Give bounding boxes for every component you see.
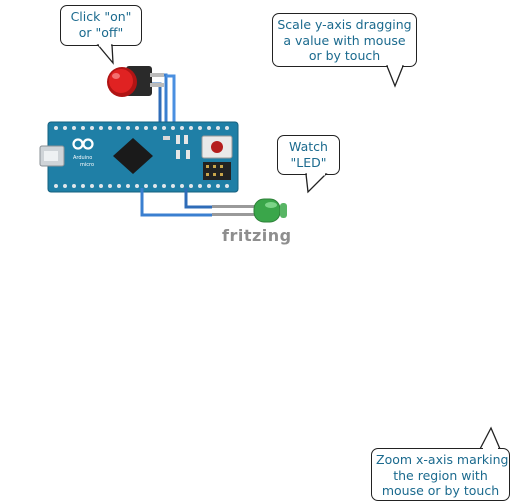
xaxis-callout-tail-mask bbox=[483, 447, 498, 450]
button-wires bbox=[150, 73, 176, 128]
board-logo-text: Arduino bbox=[73, 155, 92, 161]
led-wires bbox=[140, 188, 212, 217]
yaxis-callout-line: a value with mouse bbox=[283, 32, 406, 48]
led-callout: Watch "LED" bbox=[277, 135, 340, 175]
yaxis-callout-tail bbox=[386, 64, 404, 88]
yaxis-callout-line: or by touch bbox=[308, 48, 381, 63]
fritzing-watermark: fritzing bbox=[222, 226, 292, 245]
yaxis-callout: Scale y-axis dragging a value with mouse… bbox=[272, 13, 417, 67]
xaxis-callout-line: Zoom x-axis marking bbox=[376, 452, 509, 467]
button-callout-tail bbox=[96, 43, 114, 65]
led bbox=[212, 198, 287, 223]
button-callout-line: or "off" bbox=[78, 24, 124, 40]
arduino-micro-board bbox=[39, 121, 239, 193]
push-button[interactable] bbox=[107, 66, 164, 97]
button-callout-line: Click "on" bbox=[70, 9, 132, 24]
led-callout-line: "LED" bbox=[290, 154, 327, 170]
yaxis-callout-line: Scale y-axis dragging bbox=[277, 17, 412, 32]
led-callout-line: Watch bbox=[289, 139, 328, 154]
xaxis-callout-line: the region with bbox=[393, 467, 488, 483]
board-model-text: micro bbox=[80, 162, 94, 168]
led-callout-tail bbox=[305, 172, 328, 194]
xaxis-callout-line: mouse or by touch bbox=[381, 483, 500, 498]
button-callout: Click "on" or "off" bbox=[60, 5, 142, 46]
xaxis-callout: Zoom x-axis marking the region with mous… bbox=[371, 448, 510, 501]
